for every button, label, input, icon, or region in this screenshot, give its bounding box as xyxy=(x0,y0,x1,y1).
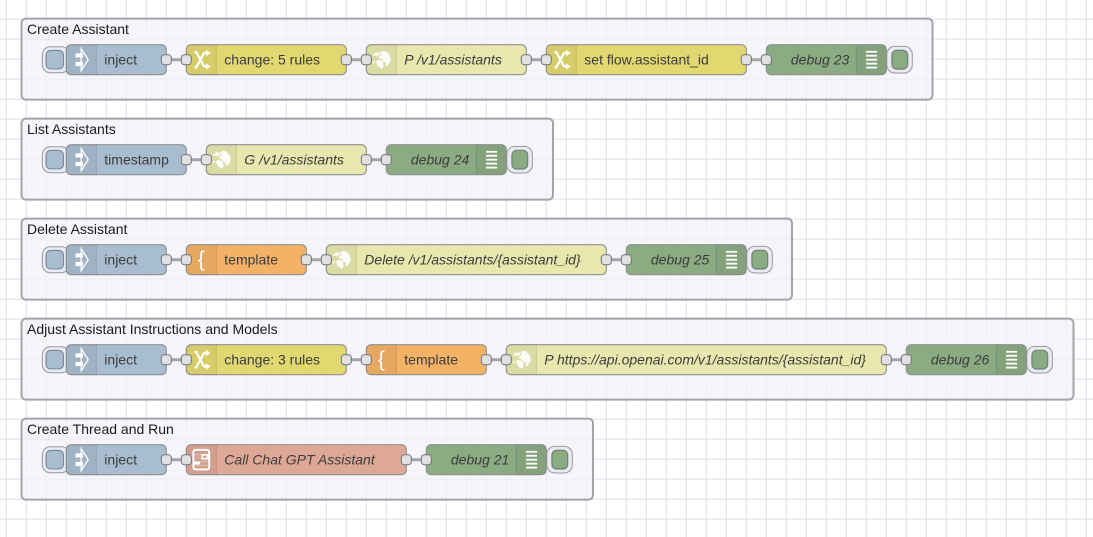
svg-text:List Assistants: List Assistants xyxy=(27,121,116,137)
svg-text:Adjust Assistant Instructions: Adjust Assistant Instructions and Models xyxy=(27,321,278,337)
svg-text:Call Chat GPT Assistant: Call Chat GPT Assistant xyxy=(224,452,376,468)
svg-text:G /v1/assistants: G /v1/assistants xyxy=(244,152,344,168)
svg-text:set flow.assistant_id: set flow.assistant_id xyxy=(584,52,709,68)
svg-text:timestamp: timestamp xyxy=(104,152,169,168)
svg-text:P https://api.openai.com/v1/as: P https://api.openai.com/v1/assistants/{… xyxy=(544,352,866,368)
svg-text:Delete Assistant: Delete Assistant xyxy=(27,221,127,237)
svg-text:change: 3 rules: change: 3 rules xyxy=(224,352,320,368)
svg-text:debug 24: debug 24 xyxy=(411,152,470,168)
svg-text:Delete /v1/assistants/{assista: Delete /v1/assistants/{assistant_id} xyxy=(364,252,581,268)
svg-text:template: template xyxy=(224,252,278,268)
svg-text:debug 23: debug 23 xyxy=(791,52,850,68)
svg-text:inject: inject xyxy=(104,452,137,468)
svg-text:P /v1/assistants: P /v1/assistants xyxy=(404,52,502,68)
svg-text:inject: inject xyxy=(104,52,137,68)
svg-text:debug 26: debug 26 xyxy=(931,352,990,368)
svg-text:inject: inject xyxy=(104,252,137,268)
svg-text:template: template xyxy=(404,352,458,368)
svg-text:Create Assistant: Create Assistant xyxy=(27,21,129,37)
svg-text:debug 25: debug 25 xyxy=(651,252,710,268)
svg-text:inject: inject xyxy=(104,352,137,368)
svg-text:Create Thread and Run: Create Thread and Run xyxy=(27,421,174,437)
svg-text:debug 21: debug 21 xyxy=(451,452,509,468)
svg-text:change: 5 rules: change: 5 rules xyxy=(224,52,320,68)
